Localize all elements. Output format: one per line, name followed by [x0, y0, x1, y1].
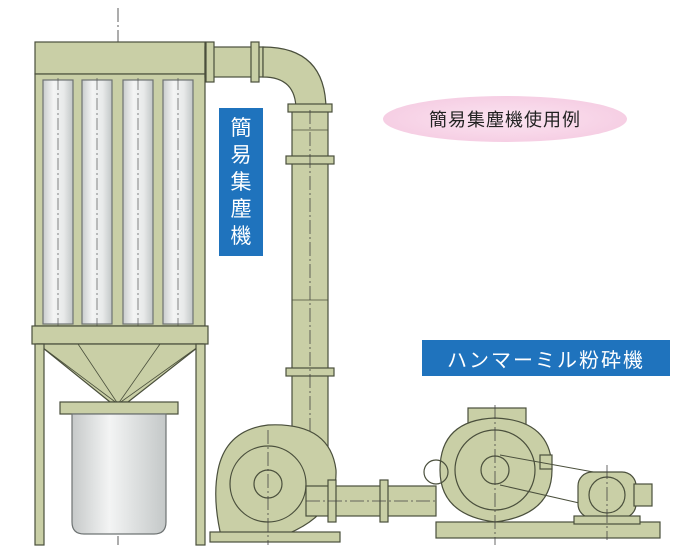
- label-char: 塵: [230, 196, 252, 221]
- motor: [573, 465, 653, 540]
- collector-leg-right: [195, 343, 206, 546]
- duct: [204, 41, 335, 451]
- duct-vertical: [291, 109, 329, 451]
- fan-base: [209, 531, 341, 543]
- dust-collector: [31, 8, 209, 546]
- caption-text: 簡易集塵機使用例: [429, 110, 581, 131]
- collector-hopper: [36, 343, 204, 403]
- collector-leg-left: [34, 343, 45, 546]
- mill-inlet-duct: [305, 479, 437, 523]
- handwheel: [423, 459, 449, 485]
- hammer-mill-label-text: ハンマーミル粉砕機: [447, 347, 645, 372]
- duct-elbow: [262, 46, 327, 111]
- label-char: 簡: [230, 115, 252, 140]
- hammer-mill-label: ハンマーミル粉砕機: [422, 340, 670, 376]
- label-char: 機: [230, 223, 252, 248]
- collector-top-cap: [34, 41, 206, 75]
- hammer-mill: [423, 405, 661, 545]
- hopper-neck: [59, 401, 179, 415]
- dust-collector-label: 簡 易 集 塵 機: [219, 108, 263, 256]
- collector-flange: [31, 325, 209, 345]
- caption-oval: 簡易集塵機使用例: [383, 96, 627, 142]
- dust-bin: [71, 413, 167, 535]
- label-char: 易: [230, 142, 252, 167]
- blower-fan: [209, 424, 341, 545]
- mill-base: [435, 521, 661, 539]
- label-char: 集: [230, 169, 252, 194]
